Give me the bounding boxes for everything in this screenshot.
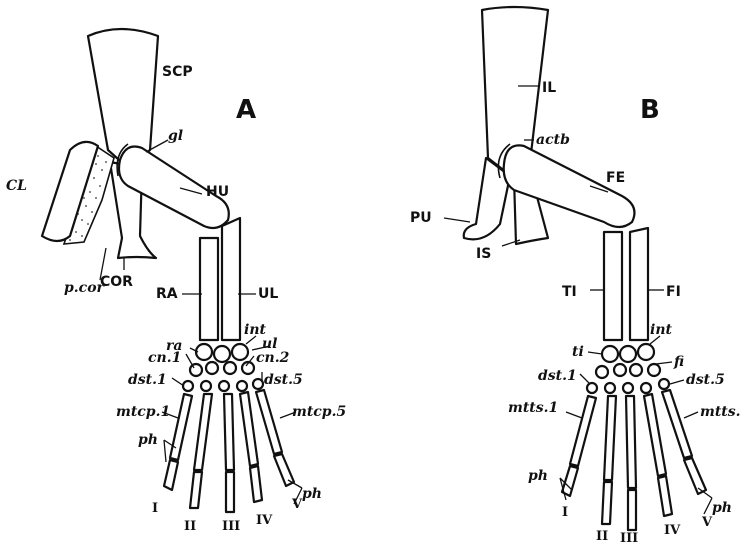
digit-numeral-5: V — [291, 497, 303, 512]
hand-digits — [164, 390, 294, 512]
panel-a: SCP A gl HU CL p.cor COR RA UL ra int ul… — [6, 29, 346, 534]
tibia-bone — [604, 232, 622, 340]
panel-b: IL B actb FE PU IS TI FI ti int fi dst.1… — [410, 7, 741, 546]
toe-numeral-1: I — [562, 505, 568, 520]
tibiale-label: ti — [572, 344, 584, 360]
ischium-label: IS — [476, 246, 491, 262]
centrale-2-label: cn.2 — [256, 350, 290, 366]
toe-numeral-4: IV — [664, 523, 681, 538]
acetabulum-label: actb — [536, 132, 570, 148]
phalanges-b-label-right: ph — [712, 500, 732, 516]
toe-numeral-5: V — [701, 515, 713, 530]
digit-numeral-3: III — [222, 519, 240, 534]
scapula-label: SCP — [162, 64, 193, 80]
distal-tarsal-1-label: dst.1 — [538, 368, 577, 384]
metatarsal-1-label: mtts.1 — [508, 400, 558, 416]
ilium-label: IL — [542, 80, 556, 96]
glenoid-label: gl — [168, 128, 183, 144]
toe-numeral-2: II — [596, 529, 608, 544]
metatarsal-5-label: mtts. — [700, 404, 741, 420]
phalanges-label-right: ph — [302, 486, 322, 502]
ulna-bone — [222, 218, 240, 340]
metacarpal-5-label: mtcp.5 — [292, 404, 346, 420]
intermedium-b-label: int — [650, 322, 672, 338]
femur-label: FE — [606, 170, 625, 186]
pubis-label: PU — [410, 210, 432, 226]
humerus-label: HU — [206, 184, 229, 200]
clavicle-label: CL — [6, 178, 27, 194]
coracoid-label: COR — [100, 274, 133, 290]
phalanges-label-left: ph — [138, 432, 158, 448]
metacarpal-1-label: mtcp.1 — [116, 404, 170, 420]
distal-carpal-5-label: dst.5 — [264, 372, 303, 388]
digit-numeral-1: I — [152, 501, 158, 516]
foot-digits — [562, 390, 706, 530]
phalanges-b-label-left: ph — [528, 468, 548, 484]
tibia-label: TI — [562, 284, 577, 300]
tarsal-bones — [587, 344, 669, 393]
centrale-1-label: cn.1 — [148, 350, 181, 366]
panel-a-letter: A — [236, 95, 256, 125]
distal-carpal-1-label: dst.1 — [128, 372, 167, 388]
fibula-label: FI — [666, 284, 681, 300]
fibula-bone — [630, 228, 648, 340]
digit-numeral-4: IV — [256, 513, 273, 528]
panel-b-letter: B — [640, 95, 660, 125]
digit-numeral-2: II — [184, 519, 196, 534]
ulna-label: UL — [258, 286, 278, 302]
distal-tarsal-5-label: dst.5 — [686, 372, 725, 388]
toe-numeral-3: III — [620, 531, 638, 546]
radius-label: RA — [156, 286, 178, 302]
fibulare-label: fi — [673, 354, 684, 370]
radius-bone — [200, 238, 218, 340]
